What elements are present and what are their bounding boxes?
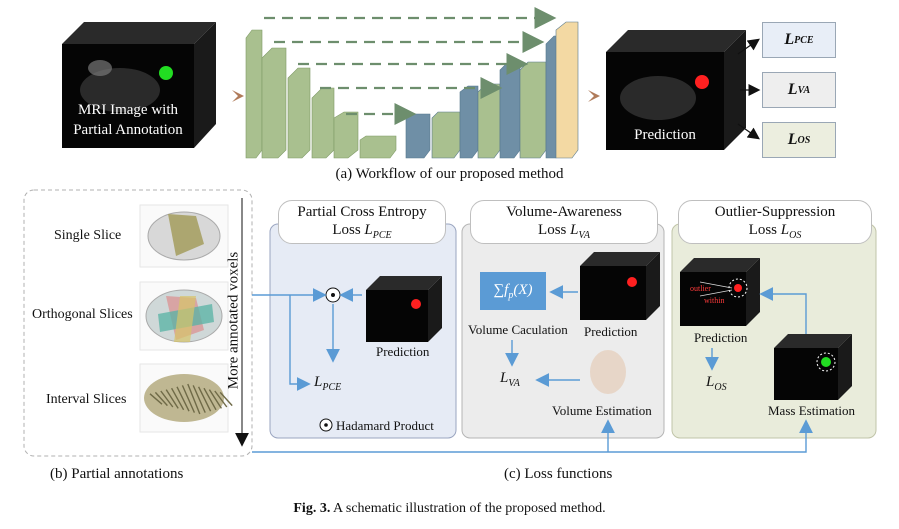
interval-slice-stripe	[170, 387, 185, 411]
va-output-label: LVA	[500, 370, 520, 389]
interval-slice-stripe	[160, 390, 174, 408]
mri-label-line2: Partial Annotation	[73, 122, 183, 138]
va-title: Volume-Awareness Loss LVA	[470, 200, 658, 244]
arrow-to-los	[737, 123, 760, 140]
mass-to-prediction-line	[759, 287, 807, 334]
unet-architecture	[245, 7, 579, 159]
os-title: Outlier-Suppression Loss LOS	[678, 200, 872, 244]
figure-caption: Fig. 3. A schematic illustration of the …	[0, 501, 899, 517]
interval-slice-stripe	[181, 385, 196, 413]
os-prediction-label: Prediction	[694, 330, 748, 345]
interval-slice-stripe	[208, 389, 222, 409]
prediction-mark	[695, 75, 709, 89]
mass-estimation-cube	[774, 334, 852, 400]
interval-slice-stripe	[149, 393, 163, 405]
input-arrow	[232, 90, 244, 102]
pce-prediction-cube	[366, 276, 442, 342]
pce-title: Partial Cross Entropy Loss LPCE	[278, 200, 446, 244]
interval-slice-stripe	[165, 389, 179, 409]
prediction-cube	[606, 30, 746, 150]
os-output-label: LOS	[706, 374, 727, 393]
figure-caption-label: Fig. 3.	[293, 501, 331, 516]
orthogonal-slices-image	[139, 281, 229, 351]
os-prediction-cube	[680, 258, 760, 326]
volume-estimation-label: Volume Estimation	[552, 403, 652, 418]
interval-slice-stripe	[192, 385, 206, 413]
arrow-to-lpce	[737, 38, 760, 55]
interval-slice-stripe	[176, 386, 190, 412]
orthogonal-slices-label: Orthogonal Slices	[32, 307, 133, 322]
interval-slice-stripe	[187, 383, 201, 415]
interval-slice-stripe	[197, 386, 212, 412]
volume-calculation-label: Volume Caculation	[468, 322, 568, 337]
va-prediction-cube	[580, 252, 660, 320]
mri-input-cube	[62, 22, 216, 148]
branch-to-lpce-line	[289, 295, 311, 391]
more-annotated-voxels-label: More annotated voxels	[225, 251, 242, 390]
pce-prediction-label: Prediction	[376, 344, 430, 359]
mri-label: MRI Image with Partial Annotation	[62, 100, 194, 140]
interval-slices-label: Interval Slices	[46, 392, 127, 407]
within-text: within	[704, 296, 725, 305]
interval-slice-stripe	[214, 390, 228, 408]
single-slice-label: Single Slice	[54, 228, 122, 243]
annotation-to-mass-line	[252, 419, 813, 453]
volume-estimation-blob	[590, 350, 626, 394]
mass-estimation-label: Mass Estimation	[768, 403, 856, 418]
va-prediction-label: Prediction	[584, 324, 638, 339]
loss-functions-caption: (c) Loss functions	[504, 466, 613, 482]
hadamard-legend-label: Hadamard Product	[336, 418, 434, 433]
partial-annotation-mark	[159, 66, 173, 80]
mri-label-line1: MRI Image with	[78, 102, 178, 118]
partial-annotations-caption: (b) Partial annotations	[50, 466, 184, 482]
single-slice-image	[139, 204, 229, 268]
output-arrow	[588, 90, 600, 102]
workflow-prediction-label: Prediction	[634, 127, 696, 143]
volume-sum-box: ∑fp(X)	[480, 272, 546, 310]
interval-slices-image	[139, 363, 233, 433]
pce-output-label: LPCE	[314, 374, 342, 393]
annotations-panel	[23, 189, 253, 457]
interval-slice-stripe	[154, 391, 168, 407]
figure-caption-text: A schematic illustration of the proposed…	[330, 501, 606, 516]
workflow-caption: (a) Workflow of our proposed method	[335, 166, 564, 182]
outlier-text: outlier	[690, 284, 711, 293]
interval-slice-stripe	[203, 387, 217, 411]
interval-slice-stripe	[219, 391, 233, 407]
